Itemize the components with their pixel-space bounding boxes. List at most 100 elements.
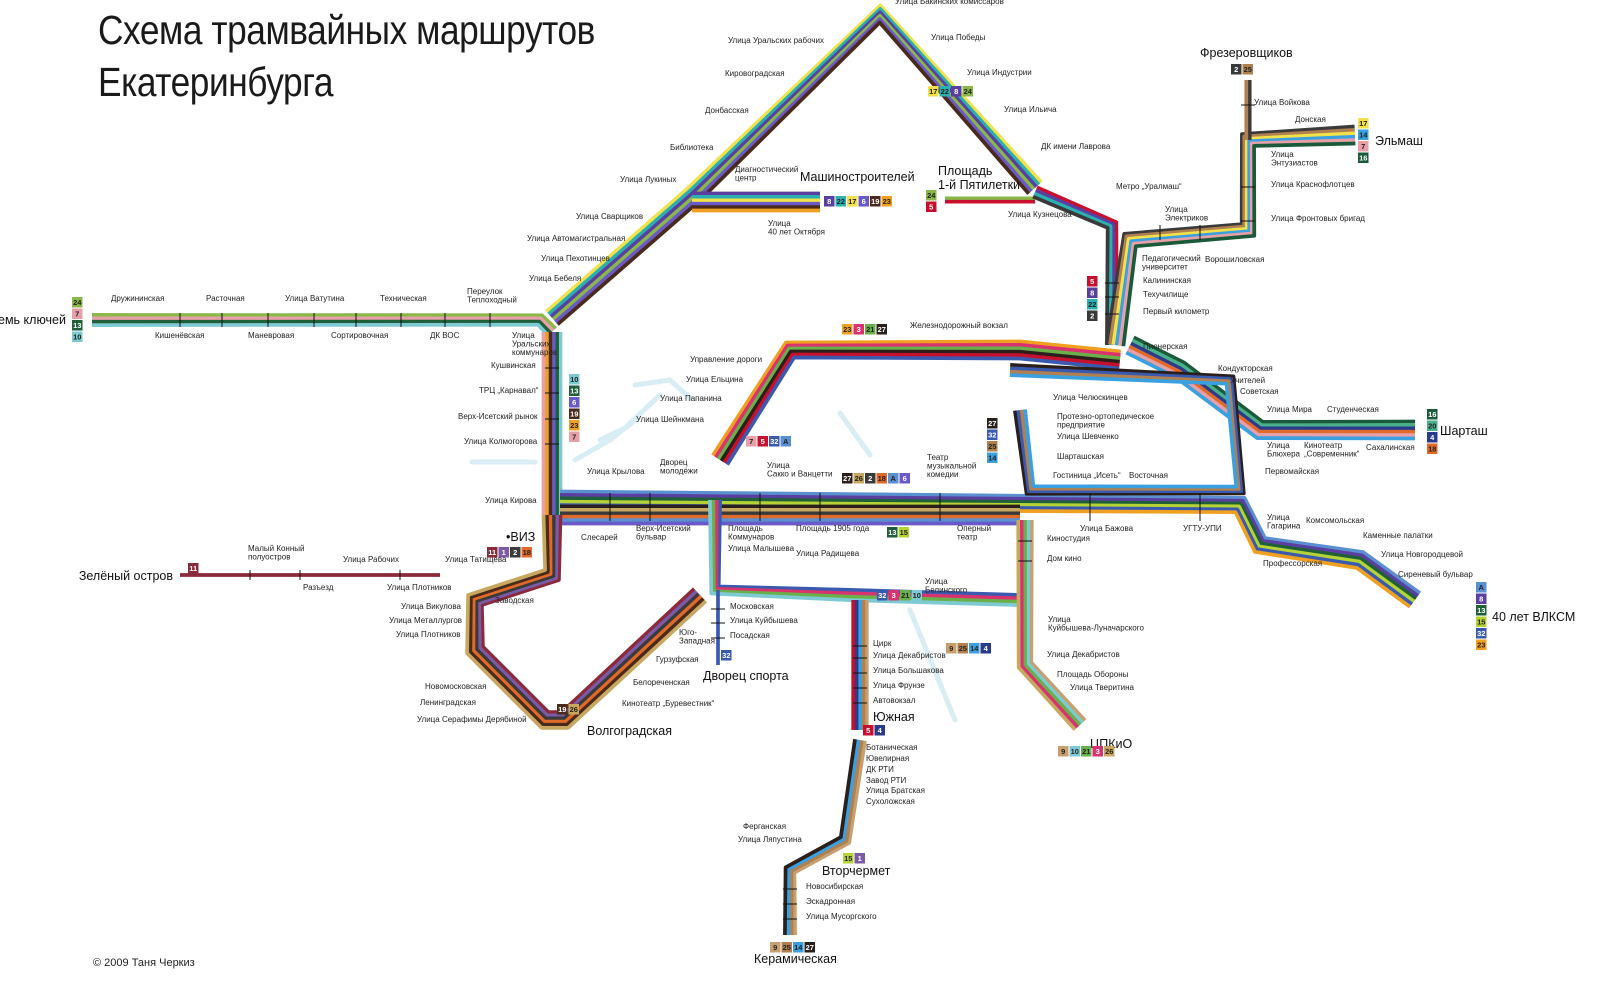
route-badge-label-vlksm-15: 15 [1477,618,1485,627]
route-badge-label-zheleznodorozhny-23: 23 [843,325,851,334]
route-badge-label-elmash-7: 7 [1361,142,1365,151]
station-label-pehotintsev: Улица Пехотинцев [541,254,610,263]
station-label-verh_isetsky: Верх-Исетский рынок [458,412,538,421]
station-label-iset: Гостиница „Исеть“ [1053,471,1121,480]
tram-line-shartash-link-route-18 [1128,344,1416,434]
station-label-krasnoflotsev: Улица Краснофлотцев [1271,180,1355,189]
station-label-botanicheskaya: Ботаническая [866,743,918,752]
tram-line-semklyuchey-route-24 [91,313,557,330]
station-label-sovremennik: Кинотеатр„Современник“ [1304,441,1360,459]
route-badge-vlksm-13 [1476,605,1487,616]
tram-line-uralmash-route-22 [1033,191,1113,346]
tram-line-elmash-trunk-route-2 [1104,124,1355,345]
route-badge-shartash-18 [1427,443,1438,454]
route-badge-label-cpkio-9: 9 [1061,747,1065,756]
station-label-professorskaya: Профессорская [1263,559,1322,568]
station-label-kalininskaya: Калининская [1143,276,1191,285]
route-badge-industrii-17 [928,86,939,97]
station-label-plotnikov2: Улица Плотников [396,630,461,639]
route-badge-label-sakko-2: 2 [868,474,872,483]
station-label-sirenevy: Сиреневый бульвар [1398,570,1473,579]
route-badge-label-kushvinskaya-7: 7 [572,433,576,442]
station-label-frontovyh: Улица Фронтовых бригад [1271,214,1365,223]
route-badge-sakko-6 [899,473,910,484]
tram-line-center-east-route-8 [559,493,1420,598]
route-badge-label-belinskogo-3: 3 [892,591,896,600]
tram-line-northwest-route-19 [556,20,1031,326]
station-label-bolshakova: Улица Большакова [873,666,944,675]
route-badge-label-vlksm-23: 23 [1477,641,1485,650]
route-badge-label-kalininskaya-5: 5 [1090,277,1094,286]
station-label-malysheva: Улица Малышева [728,544,795,553]
route-badge-shevchenko-14 [987,452,998,463]
tram-line-elmash-trunk-route-16 [1121,141,1356,347]
route-badge-label-elmash-17: 17 [1359,119,1367,128]
route-badge-label-mashinostroiteley-23: 23 [883,197,891,206]
route-badge-kushvinskaya-23 [569,420,580,431]
route-badge-vlksm-23 [1476,639,1487,650]
route-badge-label-dvorets_sporta-32: 32 [722,651,730,660]
route-badge-label-papanina-5: 5 [761,437,765,446]
route-badge-belinskogo-32 [877,590,888,601]
route-badge-label-kushvinskaya-13: 13 [570,387,578,396]
station-label-ugtu: УГТУ-УПИ [1183,524,1222,533]
route-badge-label-shartash-20: 20 [1428,422,1436,431]
route-badge-sakko-18 [876,473,887,484]
route-badge-label-keramicheskaya-14: 14 [794,943,803,952]
map-title: Схема трамвайных маршрутов Екатеринбурга [98,4,595,108]
route-badge-label-papanina-32: 32 [770,437,778,446]
route-badge-label-keramicheskaya-9: 9 [773,943,777,952]
station-label-gurzufskaya: Гурзуфская [656,655,699,664]
station-label-plotnikov1: Улица Плотников [387,583,452,592]
station-label-sheynkmana: Улица Шейнкмана [636,415,704,424]
route-badge-vlksm-A [1476,582,1487,593]
station-label-kamennye: Каменные палатки [1363,531,1433,540]
station-label-posadskaya: Посадская [730,631,770,640]
tram-line-center-east-route-13 [559,496,1418,601]
terminal-label-viz: •ВИЗ [506,530,535,544]
route-badge-frezerovschikov-2 [1231,64,1242,75]
route-badge-label-ploschad-24: 24 [927,191,936,200]
route-badge-label-mashinostroiteley-19: 19 [871,197,879,206]
tram-line-station-loop-route-21 [717,346,1121,461]
route-badge-keramicheskaya-9 [770,942,781,953]
station-label-suholozhskaya: Сухоложская [866,797,915,806]
tram-line-shartash-link-route-16 [1132,335,1416,424]
station-label-zheleznodorozhny: Железнодорожный вокзал [910,321,1008,330]
tram-line-center-east-route-A [560,489,1422,595]
station-label-bakinskih: Улица Бакинских комиссаров [895,0,1004,6]
station-label-eltsina: Улица Ельцина [686,375,744,384]
station-label-tatischeva: Улица Татищева [445,555,507,564]
route-badge-label-sakko-27: 27 [843,474,851,483]
route-badge-label-tsirk-25: 25 [959,644,967,653]
route-badge-industrii-22 [939,86,950,97]
route-badge-label-vlksm-13: 13 [1477,606,1485,615]
tram-line-cpkio-route-26 [1016,519,1077,731]
tram-line-south-west-route-1 [477,514,698,718]
station-label-sovetskaya: Советская [1240,387,1279,396]
station-label-musorgskogo: Улица Мусоргского [806,912,877,921]
route-badge-shartash-20 [1427,420,1438,431]
route-badge-label-frezerovschikov-2: 2 [1234,65,1238,74]
route-badge-label-viz-2: 2 [513,548,517,557]
station-label-uchiteley: Учителей [1230,376,1265,385]
station-label-ilicha: Улица Ильича [1004,105,1057,114]
route-badge-label-industrii-24: 24 [964,87,973,96]
route-badge-shevchenko-32 [987,429,998,440]
route-badge-label-yuzhnaya-4: 4 [878,726,883,735]
route-badge-shevchenko-25 [987,441,998,452]
station-label-druzhininskaya: Дружининская [111,294,164,303]
route-badge-sem_klyuchey-7 [72,308,83,319]
station-label-dk_vos: ДК ВОС [430,331,460,340]
route-badge-keramicheskaya-27 [804,942,815,953]
station-label-dom_kino: Дом кино [1047,554,1082,563]
route-badge-label-zheleznodorozhny-27: 27 [878,325,886,334]
